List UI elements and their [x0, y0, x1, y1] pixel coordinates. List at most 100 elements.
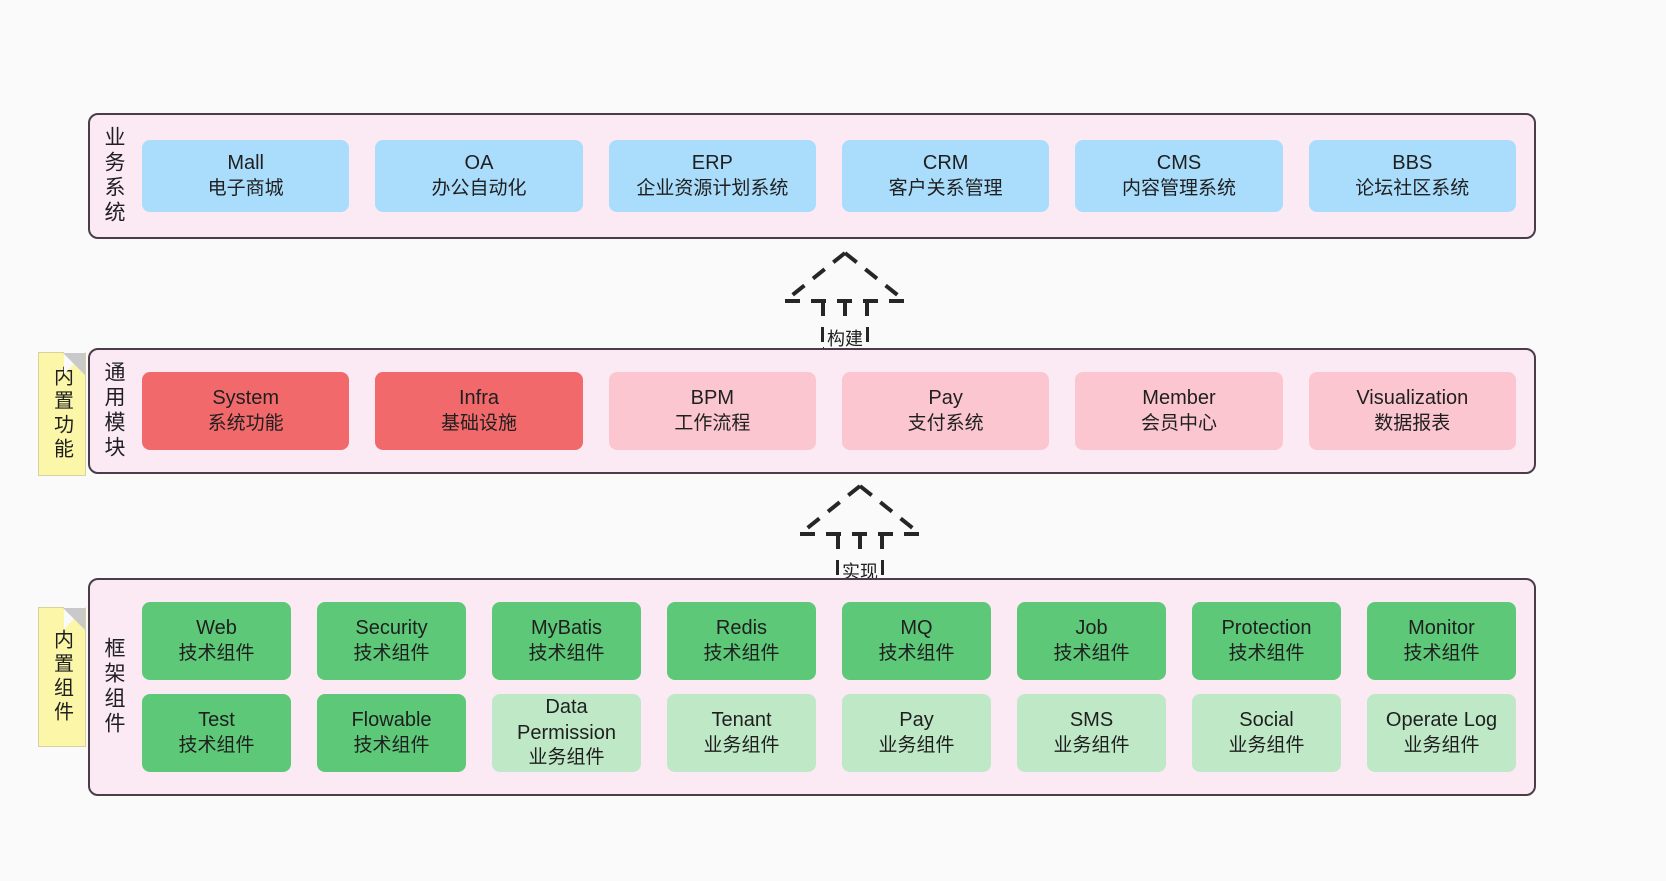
card-web[interactable]: Web 技术组件 [142, 602, 291, 680]
card-pay-business[interactable]: Pay 业务组件 [842, 694, 991, 772]
card-title: CMS [1156, 152, 1202, 175]
card-data-permission[interactable]: Data Permission 业务组件 [492, 694, 641, 772]
card-job[interactable]: Job 技术组件 [1017, 602, 1166, 680]
card-crm[interactable]: CRM 客户关系管理 [841, 140, 1050, 212]
card-bbs[interactable]: BBS 论坛社区系统 [1308, 140, 1516, 212]
layer-body-framework: Web 技术组件 Security 技术组件 MyBatis 技术组件 Redi… [136, 580, 1534, 794]
card-system[interactable]: System 系统功能 [142, 372, 350, 450]
card-subtitle: 业务组件 [1403, 734, 1480, 756]
card-title: Member [1142, 387, 1216, 410]
card-subtitle: 技术组件 [1053, 642, 1130, 664]
card-title: Monitor [1408, 617, 1475, 640]
card-title: MyBatis [530, 617, 603, 640]
layer-title-module: 通用模块 [102, 361, 126, 461]
layer-common-module: 通用模块 System 系统功能 Infra 基础设施 BPM 工作流程 Pay… [88, 348, 1536, 474]
card-subtitle: 支付系统 [907, 412, 984, 434]
card-subtitle: 数据报表 [1374, 412, 1451, 434]
card-title: ERP [691, 152, 733, 175]
card-sms[interactable]: SMS 业务组件 [1017, 694, 1166, 772]
card-subtitle: 工作流程 [674, 412, 751, 434]
note-label: 内置功能 [50, 366, 73, 462]
card-protection[interactable]: Protection 技术组件 [1192, 602, 1341, 680]
card-title: BPM [690, 387, 734, 410]
card-mq[interactable]: MQ 技术组件 [842, 602, 991, 680]
card-subtitle: 技术组件 [178, 734, 255, 756]
layer-body-module: System 系统功能 Infra 基础设施 BPM 工作流程 Pay 支付系统… [136, 350, 1534, 472]
card-title: Tenant [711, 709, 772, 732]
card-monitor[interactable]: Monitor 技术组件 [1367, 602, 1516, 680]
card-subtitle: 系统功能 [207, 412, 284, 434]
card-subtitle: 技术组件 [528, 642, 605, 664]
card-title: Protection [1221, 617, 1312, 640]
card-subtitle: 技术组件 [1403, 642, 1480, 664]
card-bpm[interactable]: BPM 工作流程 [608, 372, 816, 450]
card-erp[interactable]: ERP 企业资源计划系统 [608, 140, 816, 212]
card-subtitle: 技术组件 [353, 642, 430, 664]
card-infra[interactable]: Infra 基础设施 [375, 372, 583, 450]
layer-business-system: 业务系统 Mall 电子商城 OA 办公自动化 ERP 企业资源计划系统 CRM… [88, 113, 1536, 239]
card-subtitle: 内容管理系统 [1121, 177, 1236, 199]
card-title: Operate Log [1385, 709, 1498, 732]
card-title: Flowable [351, 709, 432, 732]
generalization-triangle-icon [783, 251, 907, 303]
card-title: System [212, 387, 279, 410]
connector-label: 构建 [824, 325, 866, 351]
card-title: Visualization [1356, 387, 1469, 410]
card-redis[interactable]: Redis 技术组件 [667, 602, 816, 680]
card-member[interactable]: Member 会员中心 [1075, 372, 1283, 450]
note-label: 内置组件 [50, 629, 73, 725]
card-title: Pay [899, 709, 934, 732]
card-title: Job [1075, 617, 1108, 640]
card-subtitle: 业务组件 [528, 747, 605, 769]
card-title: CRM [922, 152, 969, 175]
card-subtitle: 基础设施 [440, 412, 517, 434]
card-title: Social [1239, 709, 1294, 732]
card-oa[interactable]: OA 办公自动化 [375, 140, 583, 212]
card-subtitle: 技术组件 [878, 642, 955, 664]
card-pay[interactable]: Pay 支付系统 [841, 372, 1050, 450]
note-builtin-component: 内置组件 [38, 607, 86, 747]
layer-body-business: Mall 电子商城 OA 办公自动化 ERP 企业资源计划系统 CRM 客户关系… [136, 115, 1534, 237]
layer-title-framework: 框架组件 [102, 637, 126, 737]
connector-build: 构建 [745, 245, 945, 353]
connector-realize: 实现 [760, 478, 960, 586]
card-mybatis[interactable]: MyBatis 技术组件 [492, 602, 641, 680]
card-subtitle: 客户关系管理 [888, 177, 1003, 199]
card-tenant[interactable]: Tenant 业务组件 [667, 694, 816, 772]
card-title: BBS [1392, 152, 1433, 175]
card-title: Security [355, 617, 428, 640]
card-title: OA [464, 152, 494, 175]
layer-framework-component: 框架组件 Web 技术组件 Security 技术组件 MyBatis 技术组件… [88, 578, 1536, 796]
card-visualization[interactable]: Visualization 数据报表 [1308, 372, 1516, 450]
card-title: Pay [928, 387, 963, 410]
card-title: SMS [1069, 709, 1114, 732]
layer-title-business: 业务系统 [102, 126, 126, 226]
card-mall[interactable]: Mall 电子商城 [142, 140, 350, 212]
card-subtitle: 技术组件 [353, 734, 430, 756]
card-flowable[interactable]: Flowable 技术组件 [317, 694, 466, 772]
card-cms[interactable]: CMS 内容管理系统 [1075, 140, 1283, 212]
card-subtitle: 论坛社区系统 [1355, 177, 1470, 199]
card-subtitle: 企业资源计划系统 [636, 177, 789, 199]
card-row: Web 技术组件 Security 技术组件 MyBatis 技术组件 Redi… [142, 602, 1516, 680]
card-title: Test [198, 709, 235, 732]
card-subtitle: 技术组件 [178, 642, 255, 664]
card-subtitle: 电子商城 [207, 177, 284, 199]
card-subtitle: 会员中心 [1140, 412, 1217, 434]
card-title: Data Permission [517, 696, 616, 744]
generalization-triangle-icon [798, 484, 922, 536]
card-subtitle: 业务组件 [703, 734, 780, 756]
card-row: Mall 电子商城 OA 办公自动化 ERP 企业资源计划系统 CRM 客户关系… [142, 140, 1516, 212]
card-title: Redis [715, 617, 768, 640]
note-builtin-function: 内置功能 [38, 352, 86, 476]
card-row: System 系统功能 Infra 基础设施 BPM 工作流程 Pay 支付系统… [142, 372, 1516, 450]
card-test[interactable]: Test 技术组件 [142, 694, 291, 772]
card-security[interactable]: Security 技术组件 [317, 602, 466, 680]
card-row: Test 技术组件 Flowable 技术组件 Data Permission … [142, 694, 1516, 772]
card-operate-log[interactable]: Operate Log 业务组件 [1367, 694, 1516, 772]
card-subtitle: 技术组件 [703, 642, 780, 664]
card-social[interactable]: Social 业务组件 [1192, 694, 1341, 772]
card-subtitle: 业务组件 [1053, 734, 1130, 756]
card-title: Infra [458, 387, 499, 410]
